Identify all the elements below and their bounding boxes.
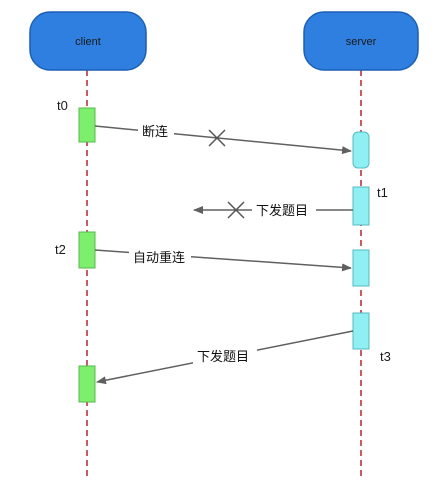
push-question-1-label-bg [252,200,316,220]
server-actor-box [303,11,419,71]
server-activation-t3 [352,312,370,350]
server-activation-2 [352,249,370,287]
server-activation-t1 [352,186,370,226]
client-activation-final [78,365,96,403]
push-question-2-label-bg [193,346,257,366]
push-question-1-fail-cross-icon [227,201,245,219]
push-question-1-label: 下发题目 [256,203,308,219]
client-actor-box [29,11,147,71]
client-actor: client [29,11,147,71]
disconnect-fail-cross-icon [208,129,226,147]
server-activation-1 [352,131,370,169]
server-actor: server [303,11,419,71]
time-label-t0: t0 [57,98,68,113]
disconnect-arrow [94,125,352,155]
time-label-t1: t1 [377,185,388,200]
server-actor-label: server [346,36,377,48]
time-label-t2: t2 [55,242,66,257]
time-label-t3: t3 [380,349,391,364]
push-question-2-label: 下发题目 [197,349,249,365]
client-activation-t0 [78,107,96,143]
disconnect-label-bg [138,121,174,141]
auto-reconnect-label-bg [129,247,191,267]
auto-reconnect-label: 自动重连 [133,250,185,266]
client-actor-label: client [75,36,101,48]
client-activation-t2 [78,231,96,269]
disconnect-label: 断连 [142,124,168,140]
